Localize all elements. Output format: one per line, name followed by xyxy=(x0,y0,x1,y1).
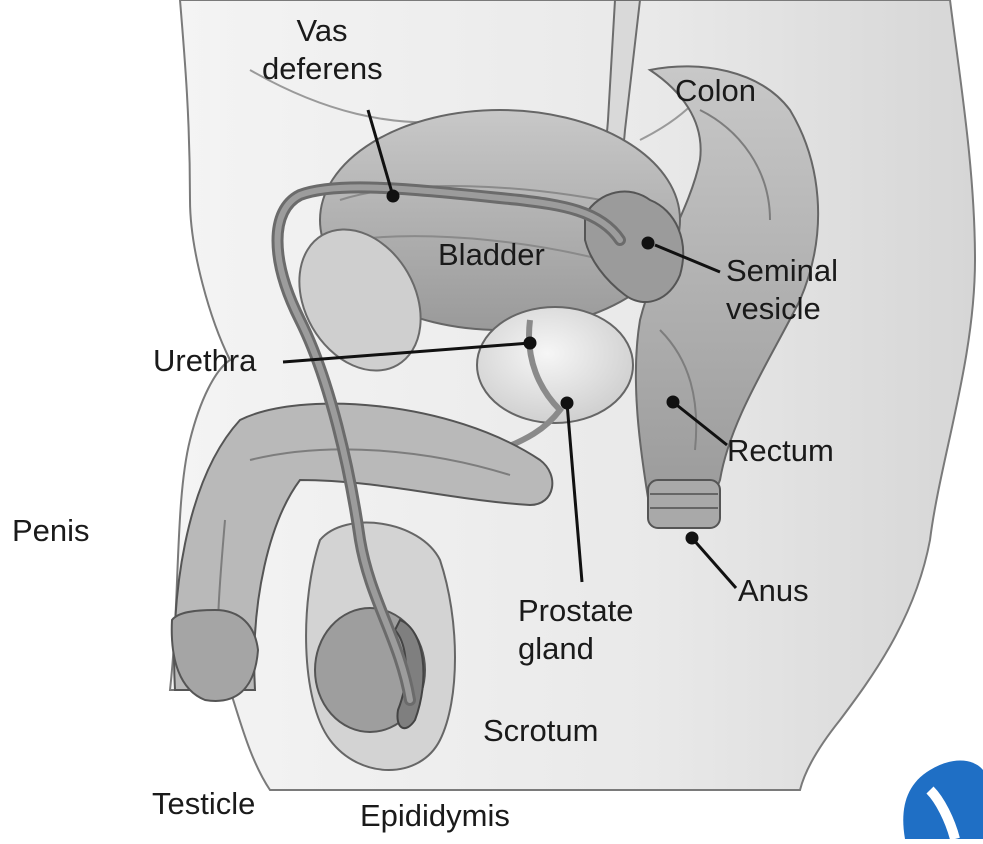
label-deferens: deferens xyxy=(262,50,382,88)
label-seminal-vesicle: Seminal vesicle xyxy=(726,252,838,328)
label-urethra: Urethra xyxy=(153,342,256,380)
label-vas-deferens: Vas deferens xyxy=(262,12,382,88)
label-seminal: Seminal xyxy=(726,252,838,290)
label-scrotum: Scrotum xyxy=(483,712,598,750)
label-gland: gland xyxy=(518,630,633,668)
label-vas: Vas xyxy=(262,12,382,50)
label-anus: Anus xyxy=(738,572,809,610)
logo-mark-icon xyxy=(903,761,983,839)
label-prostate: Prostate xyxy=(518,592,633,630)
label-bladder: Bladder xyxy=(438,236,545,274)
label-penis: Penis xyxy=(12,512,90,550)
label-colon: Colon xyxy=(675,72,756,110)
label-vesicle: vesicle xyxy=(726,290,838,328)
anal-canal-shape xyxy=(648,480,720,528)
label-prostate-gland: Prostate gland xyxy=(518,592,633,668)
label-rectum: Rectum xyxy=(727,432,834,470)
label-epididymis: Epididymis xyxy=(360,797,510,835)
label-testicle: Testicle xyxy=(152,785,255,823)
